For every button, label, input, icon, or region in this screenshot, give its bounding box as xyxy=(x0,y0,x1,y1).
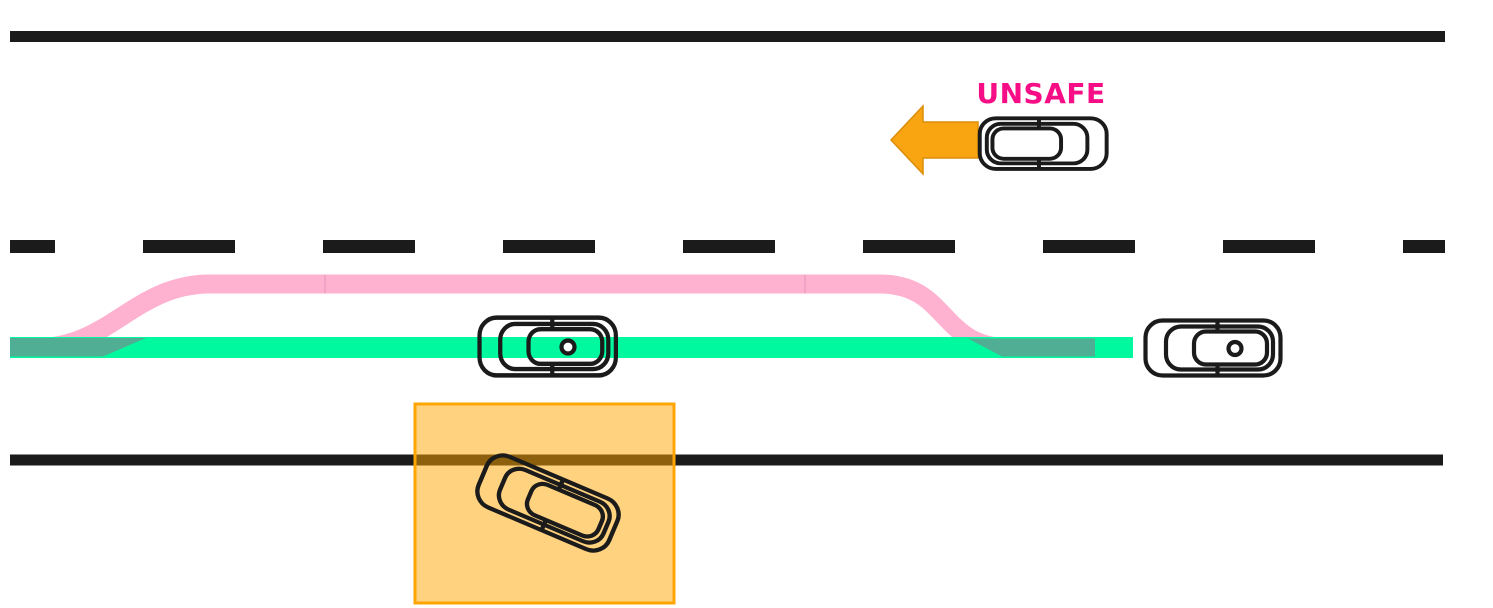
unsafe-label: UNSAFE xyxy=(976,77,1105,110)
left-arrow-icon xyxy=(889,104,979,176)
unsafe-vehicle-icon xyxy=(977,116,1109,171)
ego-vehicle-center-dot xyxy=(559,338,577,356)
hazard-zone-box xyxy=(413,402,676,605)
path-overlap-left xyxy=(10,338,146,357)
path-overlap-right xyxy=(968,338,1095,357)
lead-vehicle-icon xyxy=(1146,321,1281,376)
pink-trajectory-path xyxy=(10,274,1095,357)
lead-vehicle-center-dot xyxy=(1226,339,1244,358)
